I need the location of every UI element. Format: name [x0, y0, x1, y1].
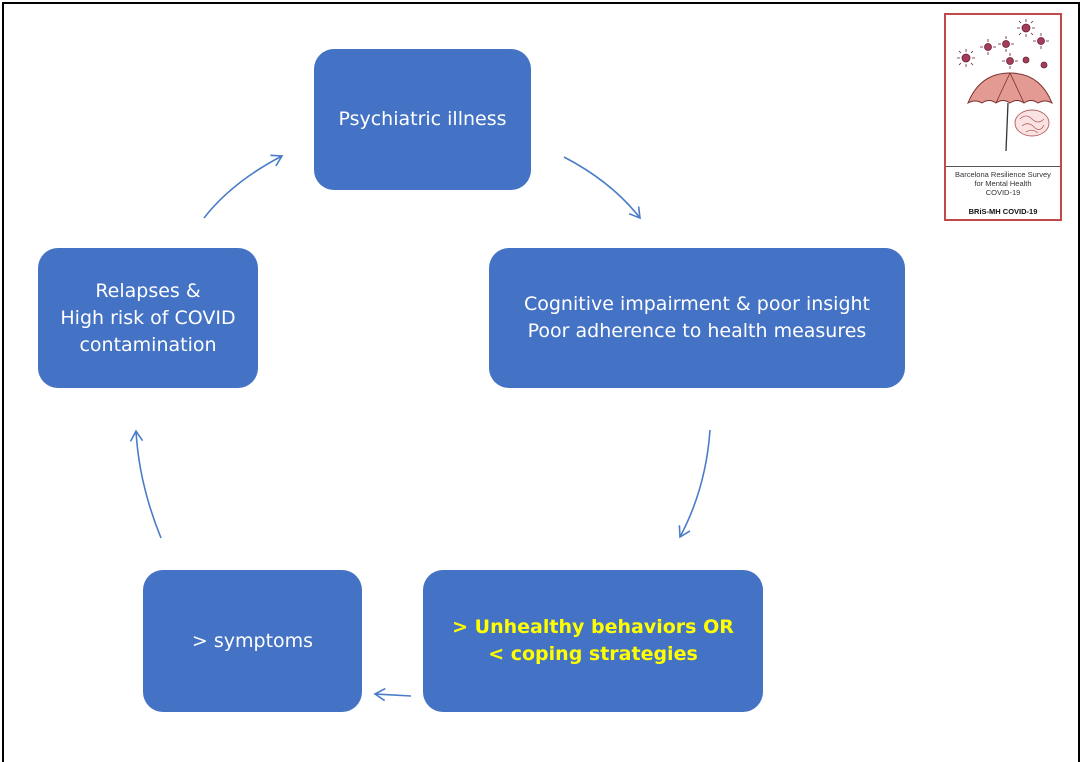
- node-label: < coping strategies: [488, 643, 698, 665]
- bris-mh-logo: Barcelona Resilience Survey for Mental H…: [944, 13, 1062, 221]
- arrow-relapses-to-psychiatric: [203, 154, 284, 219]
- node-psychiatric-illness: Psychiatric illness: [314, 49, 531, 190]
- node-label: Psychiatric illness: [338, 108, 507, 130]
- node-label: Cognitive impairment & poor insight: [523, 293, 871, 315]
- logo-text-line: for Mental Health: [974, 179, 1032, 188]
- umbrella-virus-icon: [957, 19, 1053, 152]
- logo-abbreviation: BRiS-MH COVID-19: [968, 207, 1038, 216]
- arrow-symptoms-to-relapses: [129, 429, 162, 539]
- logo-divider: [946, 166, 1060, 167]
- arrow-unhealthy-to-symptoms: [373, 687, 412, 702]
- node-symptoms: > symptoms: [143, 570, 362, 712]
- logo-text-line: COVID-19: [985, 188, 1021, 197]
- node-label: Relapses &: [95, 279, 201, 302]
- node-label: Poor adherence to health measures: [527, 320, 867, 342]
- logo-survey-name: Barcelona Resilience Survey for Mental H…: [946, 170, 1060, 197]
- logo-text-line: Barcelona Resilience Survey: [955, 170, 1051, 179]
- arrow-psychiatric-to-cognitive: [563, 156, 641, 220]
- node-cognitive-impairment: Cognitive impairment & poor insight Poor…: [489, 248, 905, 388]
- node-label: > Unhealthy behaviors OR: [452, 616, 734, 638]
- node-relapses: Relapses & High risk of COVID contaminat…: [38, 248, 258, 388]
- node-label: contamination: [79, 333, 217, 356]
- node-unhealthy-behaviors: > Unhealthy behaviors OR < coping strate…: [423, 570, 763, 712]
- arrow-cognitive-to-unhealthy: [678, 429, 711, 539]
- node-label: High risk of COVID: [60, 306, 236, 329]
- node-label: > symptoms: [191, 629, 314, 652]
